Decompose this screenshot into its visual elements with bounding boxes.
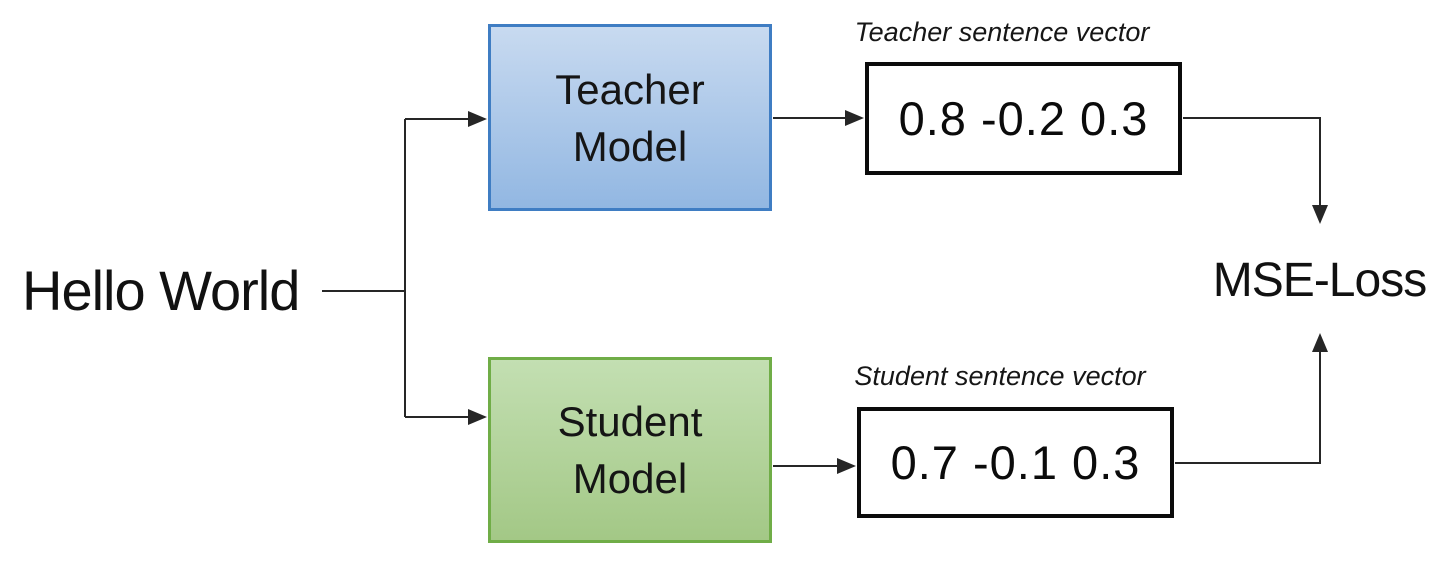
arrowhead-teacher-input bbox=[468, 111, 487, 127]
mse-loss-label: MSE-Loss bbox=[1212, 254, 1427, 307]
student-model-label-line1: Student bbox=[557, 398, 703, 445]
wire-input-stem bbox=[322, 119, 406, 417]
arrowhead-loss-top bbox=[1312, 205, 1328, 224]
teacher-model-box: Teacher Model bbox=[488, 24, 772, 211]
teacher-model-label-line2: Model bbox=[572, 122, 688, 170]
student-model-box: Student Model bbox=[488, 357, 772, 543]
wire-teacher-to-loss bbox=[1183, 117, 1321, 207]
student-vector-caption: Student sentence vector bbox=[854, 361, 1146, 391]
teacher-model-label-line1: Teacher bbox=[555, 65, 705, 113]
input-sentence-label: Hello World bbox=[22, 259, 300, 322]
wire-student-to-loss bbox=[1175, 350, 1321, 464]
teacher-vector-caption: Teacher sentence vector bbox=[854, 17, 1150, 47]
teacher-vector-value: 0.8 -0.2 0.3 bbox=[898, 92, 1149, 145]
student-model-label-line2: Model bbox=[572, 455, 688, 502]
arrowhead-student-vector bbox=[837, 458, 856, 474]
student-vector-box: 0.7 -0.1 0.3 bbox=[857, 407, 1174, 518]
student-vector-value: 0.7 -0.1 0.3 bbox=[890, 436, 1141, 489]
teacher-vector-box: 0.8 -0.2 0.3 bbox=[865, 62, 1182, 175]
arrowhead-student-input bbox=[468, 409, 487, 425]
arrowhead-loss-bottom bbox=[1312, 333, 1328, 352]
arrowhead-teacher-vector bbox=[845, 110, 864, 126]
